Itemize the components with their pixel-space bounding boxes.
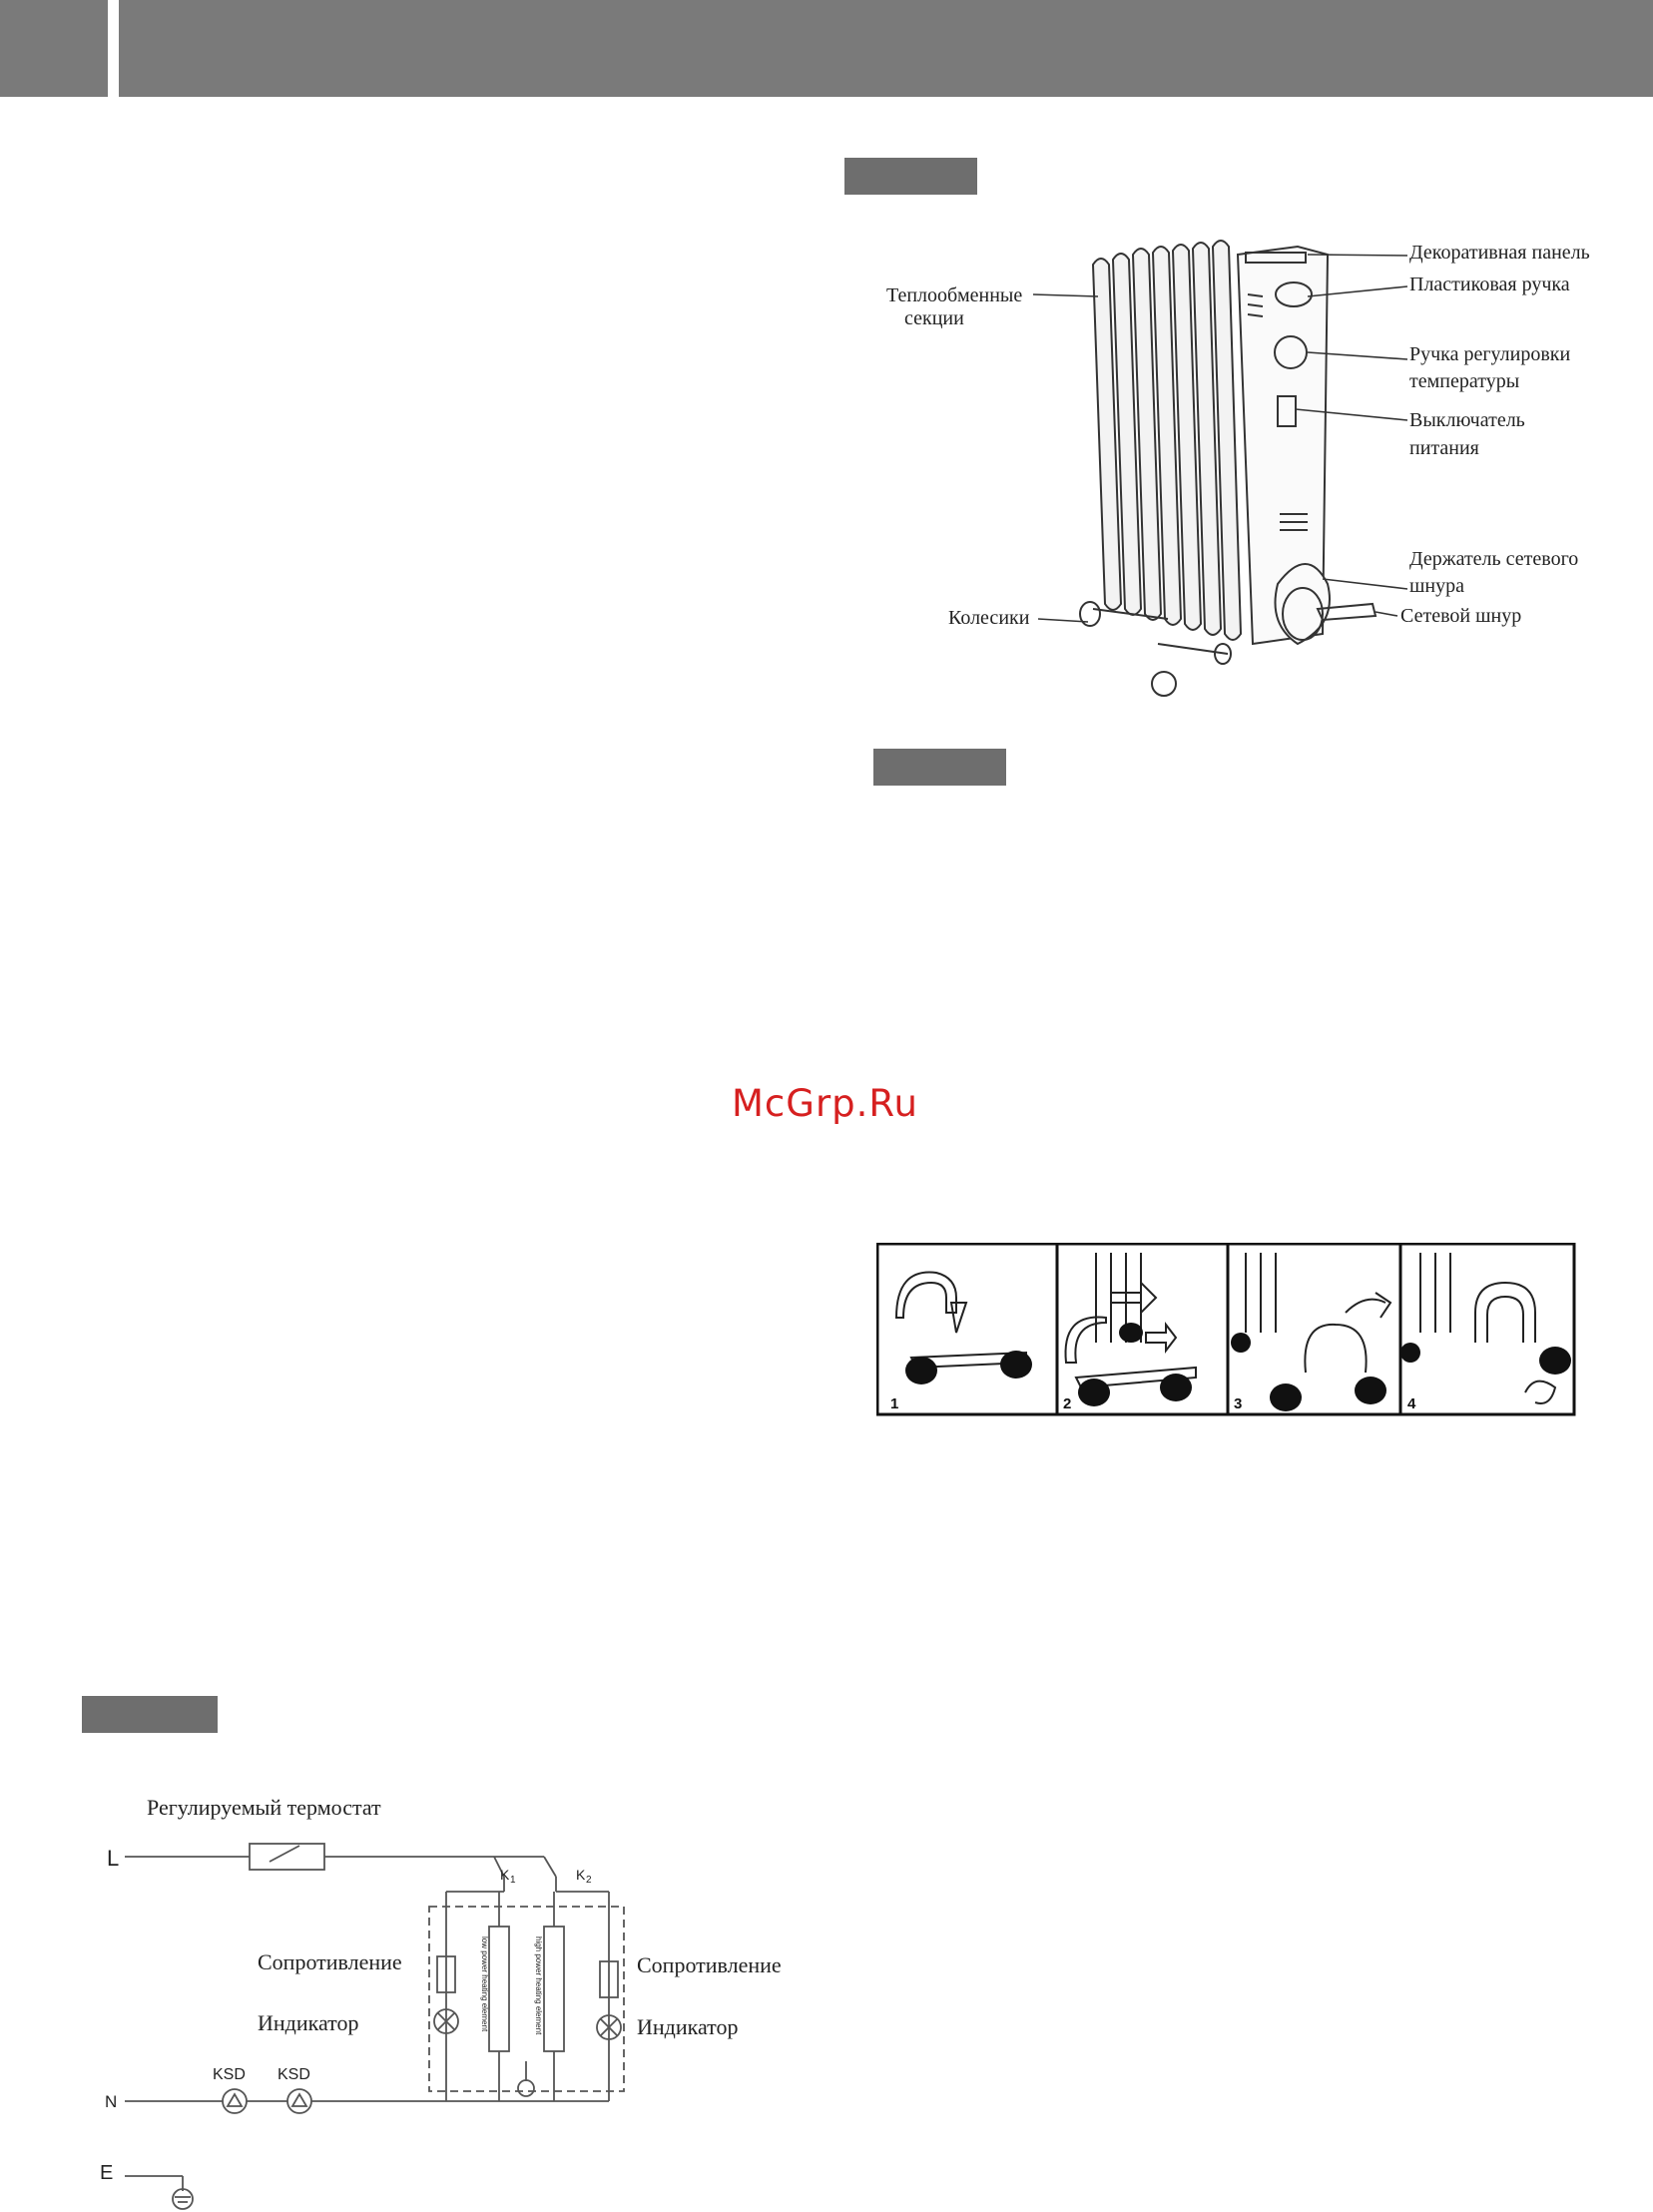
section-tag-circuit [82, 1696, 218, 1733]
step-3-number: 3 [1234, 1395, 1242, 1412]
label-earth-e: E [100, 2162, 113, 2184]
label-cord-holder-2: шнура [1409, 575, 1464, 597]
step-4-number: 4 [1407, 1395, 1416, 1412]
label-wheels: Колесики [948, 607, 1030, 629]
label-power-switch: Выключатель [1409, 409, 1525, 431]
label-heat-sections-2: секции [904, 307, 964, 329]
label-heat-sections: Теплообменные [886, 284, 1022, 306]
watermark-text: McGrp.Ru [732, 1082, 918, 1125]
label-neutral-n: N [105, 2092, 117, 2111]
label-decor-panel: Декоративная панель [1409, 242, 1590, 264]
label-plastic-handle: Пластиковая ручка [1409, 274, 1570, 295]
assembly-steps-figure: 1 2 3 4 [876, 1243, 1576, 1416]
header-bar [119, 0, 1653, 97]
circuit-diagram: Регулируемый термостат Сопротивление Инд… [100, 1795, 782, 2210]
label-power-switch-2: питания [1409, 437, 1479, 459]
label-ksd-2: KSD [277, 2066, 310, 2083]
label-low-power-element: low power heating element [480, 1936, 489, 2032]
header-bar-left [0, 0, 108, 97]
label-power-cord: Сетевой шнур [1400, 605, 1521, 627]
label-line-l: L [107, 1846, 119, 1871]
label-high-power-element: high power heating element [534, 1936, 543, 2035]
label-k2: K [576, 1867, 586, 1883]
label-k1-subscript: 1 [510, 1875, 516, 1886]
label-indicator-left: Индикатор [258, 2010, 359, 2035]
section-tag-description [873, 749, 1006, 786]
label-resistance-left: Сопротивление [258, 1949, 402, 1974]
label-cord-holder: Держатель сетевого [1409, 548, 1578, 570]
label-thermostat: Регулируемый термостат [147, 1795, 381, 1820]
label-temp-knob: Ручка регулировки [1409, 343, 1571, 365]
label-k2-subscript: 2 [586, 1875, 592, 1886]
label-temp-knob-2: температуры [1409, 370, 1519, 392]
label-k1: K [500, 1867, 510, 1883]
step-2-number: 2 [1063, 1395, 1071, 1412]
section-tag-radiator [844, 158, 977, 195]
label-resistance-right: Сопротивление [637, 1952, 782, 1977]
label-ksd-1: KSD [213, 2066, 246, 2083]
label-indicator-right: Индикатор [637, 2014, 739, 2039]
step-1-number: 1 [890, 1395, 898, 1412]
radiator-figure: Теплообменные секции Колесики Декоративн… [886, 240, 1590, 697]
